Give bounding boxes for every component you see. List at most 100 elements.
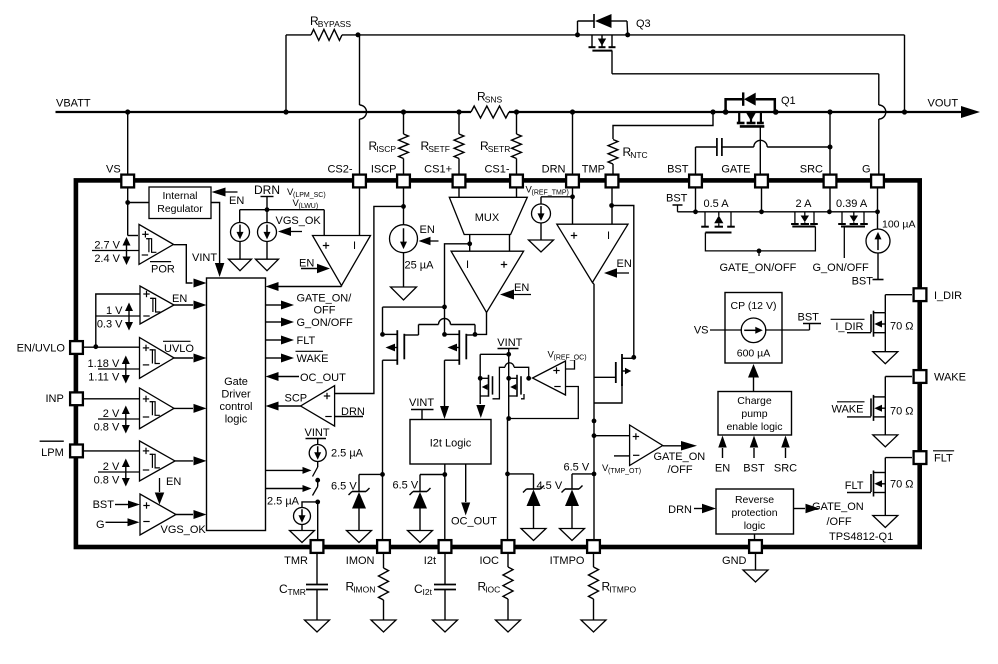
svg-text:CS2-: CS2- [327, 164, 352, 176]
svg-text:I2t: I2t [424, 555, 436, 567]
svg-text:2 V: 2 V [103, 461, 120, 473]
svg-text:TMR: TMR [284, 555, 308, 567]
svg-text:OFF: OFF [314, 305, 336, 317]
svg-text:0.3 V: 0.3 V [97, 319, 123, 331]
svg-text:2.5 µA: 2.5 µA [331, 448, 364, 460]
svg-text:Driver: Driver [221, 389, 251, 401]
svg-text:VGS_OK: VGS_OK [161, 524, 207, 536]
svg-text:ITMPO: ITMPO [550, 555, 585, 567]
svg-text:EN: EN [172, 293, 187, 305]
svg-text:OC_OUT: OC_OUT [451, 516, 497, 528]
svg-text:4.5 V: 4.5 V [537, 480, 563, 492]
svg-text:C: C [414, 582, 423, 596]
svg-text:GND: GND [722, 555, 747, 567]
svg-text:POR: POR [151, 263, 175, 275]
svg-text:BST: BST [743, 463, 765, 475]
svg-text:FLT: FLT [934, 453, 953, 465]
svg-text:GATE_ON: GATE_ON [654, 451, 706, 463]
svg-text:I_DIR: I_DIR [835, 321, 863, 333]
svg-text:GATE: GATE [721, 164, 750, 176]
svg-text:GATE_ON: GATE_ON [812, 501, 864, 513]
svg-text:TMR: TMR [288, 587, 306, 597]
svg-text:I: I [353, 240, 356, 252]
svg-text:MUX: MUX [475, 212, 500, 224]
svg-text:IMON: IMON [346, 555, 375, 567]
svg-text:WAKE: WAKE [934, 372, 966, 384]
svg-text:ISCP: ISCP [376, 144, 396, 154]
svg-text:2.5 µA: 2.5 µA [267, 496, 300, 508]
svg-text:protection: protection [731, 507, 777, 519]
svg-text:R: R [421, 139, 430, 153]
svg-text:25 µA: 25 µA [405, 260, 435, 272]
svg-text:6.5 V: 6.5 V [331, 481, 357, 493]
svg-text:SNS: SNS [485, 95, 503, 105]
svg-text:0.5 A: 0.5 A [704, 198, 730, 210]
svg-text:0.39 A: 0.39 A [836, 198, 868, 210]
svg-text:1.11 V: 1.11 V [88, 372, 120, 384]
svg-text:EN: EN [617, 258, 632, 270]
svg-text:R: R [369, 139, 378, 153]
svg-text:(LWU): (LWU) [299, 203, 319, 210]
svg-text:SRC: SRC [774, 463, 797, 475]
svg-text:EN/UVLO: EN/UVLO [17, 343, 66, 355]
svg-text:0.8 V: 0.8 V [94, 475, 120, 487]
svg-text:R: R [477, 90, 486, 104]
svg-text:IOC: IOC [485, 585, 500, 595]
svg-text:EN: EN [166, 476, 181, 488]
svg-text:IMON: IMON [353, 585, 375, 595]
svg-text:Reverse: Reverse [735, 494, 774, 506]
svg-text:1 V: 1 V [106, 305, 123, 317]
svg-text:I_DIR: I_DIR [934, 290, 962, 302]
svg-text:EN: EN [229, 195, 244, 207]
svg-text:logic: logic [225, 414, 248, 426]
svg-text:C: C [279, 582, 288, 596]
svg-text:VOUT: VOUT [928, 98, 959, 110]
svg-text:V: V [293, 198, 300, 209]
svg-text:I: I [466, 259, 469, 271]
svg-text:/OFF: /OFF [827, 516, 852, 528]
svg-text:enable logic: enable logic [726, 421, 782, 433]
svg-text:G_ON/OFF: G_ON/OFF [813, 262, 870, 274]
svg-text:Q1: Q1 [781, 95, 796, 107]
svg-text:WAKE: WAKE [832, 404, 864, 416]
svg-text:0.8 V: 0.8 V [94, 422, 120, 434]
svg-text:GATE_ON/OFF: GATE_ON/OFF [720, 262, 797, 274]
svg-text:OC_OUT: OC_OUT [300, 372, 346, 384]
svg-text:DRN: DRN [668, 504, 692, 516]
svg-text:FLT: FLT [297, 335, 316, 347]
svg-text:INP: INP [45, 393, 63, 405]
svg-text:DRN: DRN [542, 164, 566, 176]
svg-text:ISCP: ISCP [371, 164, 397, 176]
svg-text:TMP: TMP [582, 164, 605, 176]
svg-text:70 Ω: 70 Ω [890, 321, 914, 333]
svg-text:V: V [602, 463, 609, 474]
svg-text:BST: BST [93, 499, 115, 511]
svg-text:I2t Logic: I2t Logic [430, 438, 472, 450]
svg-text:IOC: IOC [479, 555, 499, 567]
svg-text:CP (12 V): CP (12 V) [731, 300, 777, 312]
svg-text:VS: VS [106, 164, 121, 176]
svg-text:ITMPO: ITMPO [609, 585, 636, 595]
svg-text:I: I [607, 230, 610, 242]
svg-text:V: V [526, 185, 533, 196]
svg-text:BYPASS: BYPASS [318, 19, 352, 29]
svg-text:VGS_OK: VGS_OK [276, 215, 322, 227]
svg-text:GATE_ON/: GATE_ON/ [297, 293, 353, 305]
svg-text:1.18 V: 1.18 V [87, 358, 119, 370]
svg-text:VS: VS [694, 325, 709, 337]
svg-text:6.5 V: 6.5 V [564, 462, 590, 474]
svg-text:/OFF: /OFF [668, 464, 693, 476]
svg-text:2.4 V: 2.4 V [94, 253, 120, 265]
svg-text:CS1-: CS1- [484, 164, 509, 176]
svg-text:VBATT: VBATT [56, 98, 91, 110]
svg-text:R: R [480, 139, 489, 153]
svg-text:2.7 V: 2.7 V [94, 240, 120, 252]
svg-text:TPS4812-Q1: TPS4812-Q1 [829, 531, 893, 543]
svg-text:SRC: SRC [800, 164, 823, 176]
svg-text:WAKE: WAKE [297, 353, 329, 365]
svg-text:R: R [602, 580, 611, 594]
svg-text:Q3: Q3 [636, 18, 651, 30]
svg-text:G: G [862, 164, 871, 176]
svg-text:(REF_TMP): (REF_TMP) [532, 190, 569, 197]
svg-text:FLT: FLT [845, 480, 864, 492]
